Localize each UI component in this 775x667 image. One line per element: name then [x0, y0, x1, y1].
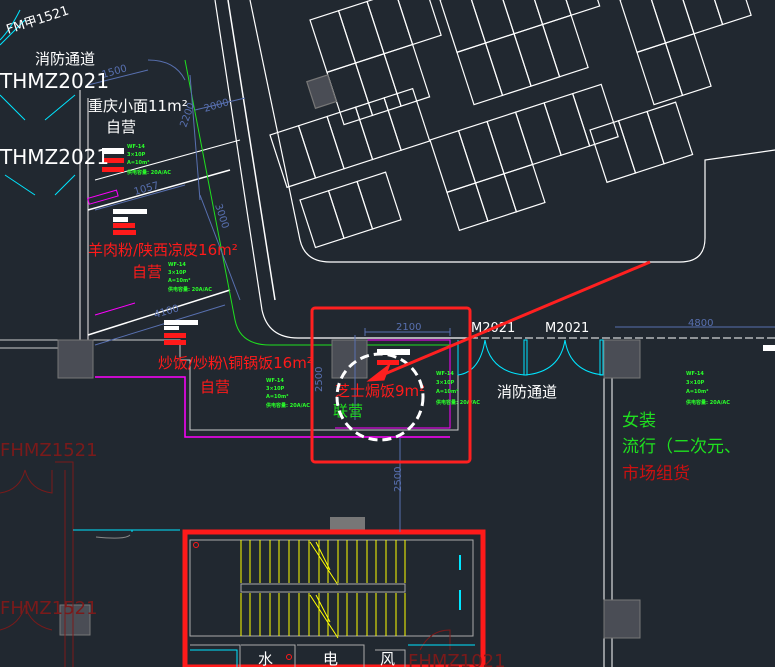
spec-tag: 供电容量: 20A/AC [685, 399, 730, 406]
dim-4100: 4100 [153, 303, 180, 321]
dim-2000: 2000 [203, 97, 230, 115]
dim-2100: 2100 [396, 322, 421, 333]
spec-tag: WF-14 [127, 144, 145, 150]
zone-name-women-clothing: 女装 [622, 411, 656, 431]
dim-4800: 4800 [688, 318, 713, 329]
spec-tag: A=10m² [686, 389, 708, 395]
door-label-fm: FM甲1521 [5, 4, 71, 38]
room-label-water: 水 [258, 650, 273, 667]
dim-2500-vertical: 2500 [314, 367, 325, 392]
spec-tag: 3×10P [686, 380, 705, 386]
spec-tag: 供电容量: 20A/AC [126, 169, 171, 176]
shop-mode-chaofan: 自营 [200, 378, 230, 396]
zone-sub-women-clothing: 流行（二次元、 [622, 437, 741, 457]
spec-tag: A=10m² [168, 278, 190, 284]
dimension-lines [87, 59, 775, 532]
spec-tag: 3×10P [266, 386, 285, 392]
spec-tag: A=10m² [266, 394, 288, 400]
spec-tag: 3×10P [168, 270, 187, 276]
highlight-box [310, 306, 472, 464]
door-label-fhm: FHMZ1521 [0, 598, 98, 619]
fire-lane-label-top: 消防通道 [35, 50, 95, 68]
door-label-thmz: THMZ2021 [0, 145, 109, 169]
shop-name-zhishi: 芝士焗饭9m² [335, 382, 425, 400]
spec-tag: A=10m² [127, 160, 149, 166]
door-label-m2021: M2021 [545, 321, 589, 336]
walls [0, 9, 775, 667]
fire-lane-label-right: 消防通道 [497, 383, 557, 401]
spec-tag: 3×10P [127, 152, 146, 158]
stairwell [73, 529, 486, 667]
spec-tag: WF-14 [266, 378, 284, 384]
highlight-annotation [310, 260, 651, 464]
spec-tags: WF-14 3×10P A=10m² 供电容量: 20A/AC WF-14 3×… [126, 144, 730, 409]
labels: FM甲1521 消防通道 THMZ2021 THMZ2021 重庆小面11m² … [0, 4, 741, 667]
left-doors [0, 461, 74, 667]
parking-lot [214, 0, 775, 339]
shop-name-yangroufen: 羊肉粉/陕西凉皮16m² [88, 241, 238, 259]
shop-mode-yangroufen: 自营 [132, 263, 162, 281]
shop-name-chaofan: 炒饭/炒粉\铜锅饭16m² [158, 354, 313, 372]
door-label-thmz: THMZ2021 [0, 69, 109, 93]
room-label-wind: 风 [380, 650, 395, 667]
highlight-circle [335, 352, 425, 442]
shop-mode-chongqing: 自营 [106, 118, 136, 136]
room-label-power: 电 [323, 650, 338, 667]
spec-tag: WF-14 [686, 371, 704, 377]
arrow-line [374, 260, 651, 380]
spec-tag: A=10m² [436, 389, 458, 395]
spec-tag: 供电容量: 20A/AC [265, 402, 310, 409]
spec-tag: WF-14 [436, 371, 454, 377]
door-label-fhm: FHMZ1021 [408, 651, 506, 667]
spec-tag-blocks [102, 148, 775, 365]
arrow-head-icon [366, 362, 392, 382]
shop-name-chongqing: 重庆小面11m² [88, 97, 188, 115]
spec-tag: WF-14 [168, 262, 186, 268]
zone-source-women-clothing: 市场组货 [622, 464, 690, 484]
spec-tag: 供电容量: 20A/AC [435, 399, 480, 406]
dim-2500-lower: 2500 [393, 467, 404, 492]
spec-tag: 供电容量: 20A/AC [167, 286, 212, 293]
spec-tag: 3×10P [436, 380, 455, 386]
door-label-fhm: FHMZ1521 [0, 440, 98, 461]
